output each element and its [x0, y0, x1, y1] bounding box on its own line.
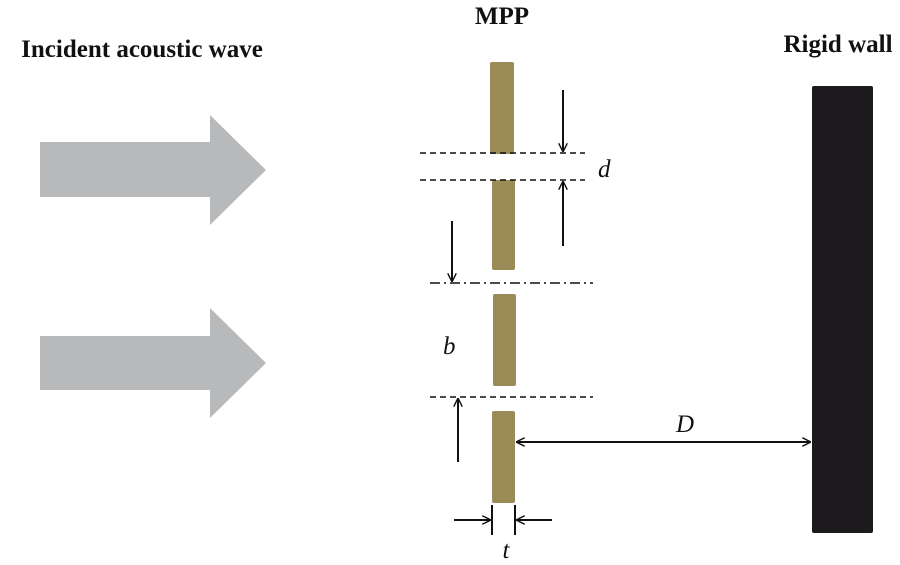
incident-wave-arrow-top [40, 115, 266, 225]
incident-wave-label: Incident acoustic wave [21, 36, 263, 63]
mpp-plate-segment [492, 411, 515, 503]
d-label: d [598, 156, 611, 183]
incident-wave-arrow-bottom [40, 308, 266, 418]
t-label: t [503, 537, 511, 564]
rigid-wall-label: Rigid wall [783, 31, 892, 58]
mpp-plate-segment [490, 62, 514, 154]
mpp-label: MPP [475, 3, 529, 30]
mpp-plate-segment [492, 180, 515, 270]
mpp-plate-segment [493, 294, 516, 386]
rigid-wall [812, 86, 873, 533]
b-label: b [443, 333, 456, 360]
D-label: D [675, 411, 694, 438]
